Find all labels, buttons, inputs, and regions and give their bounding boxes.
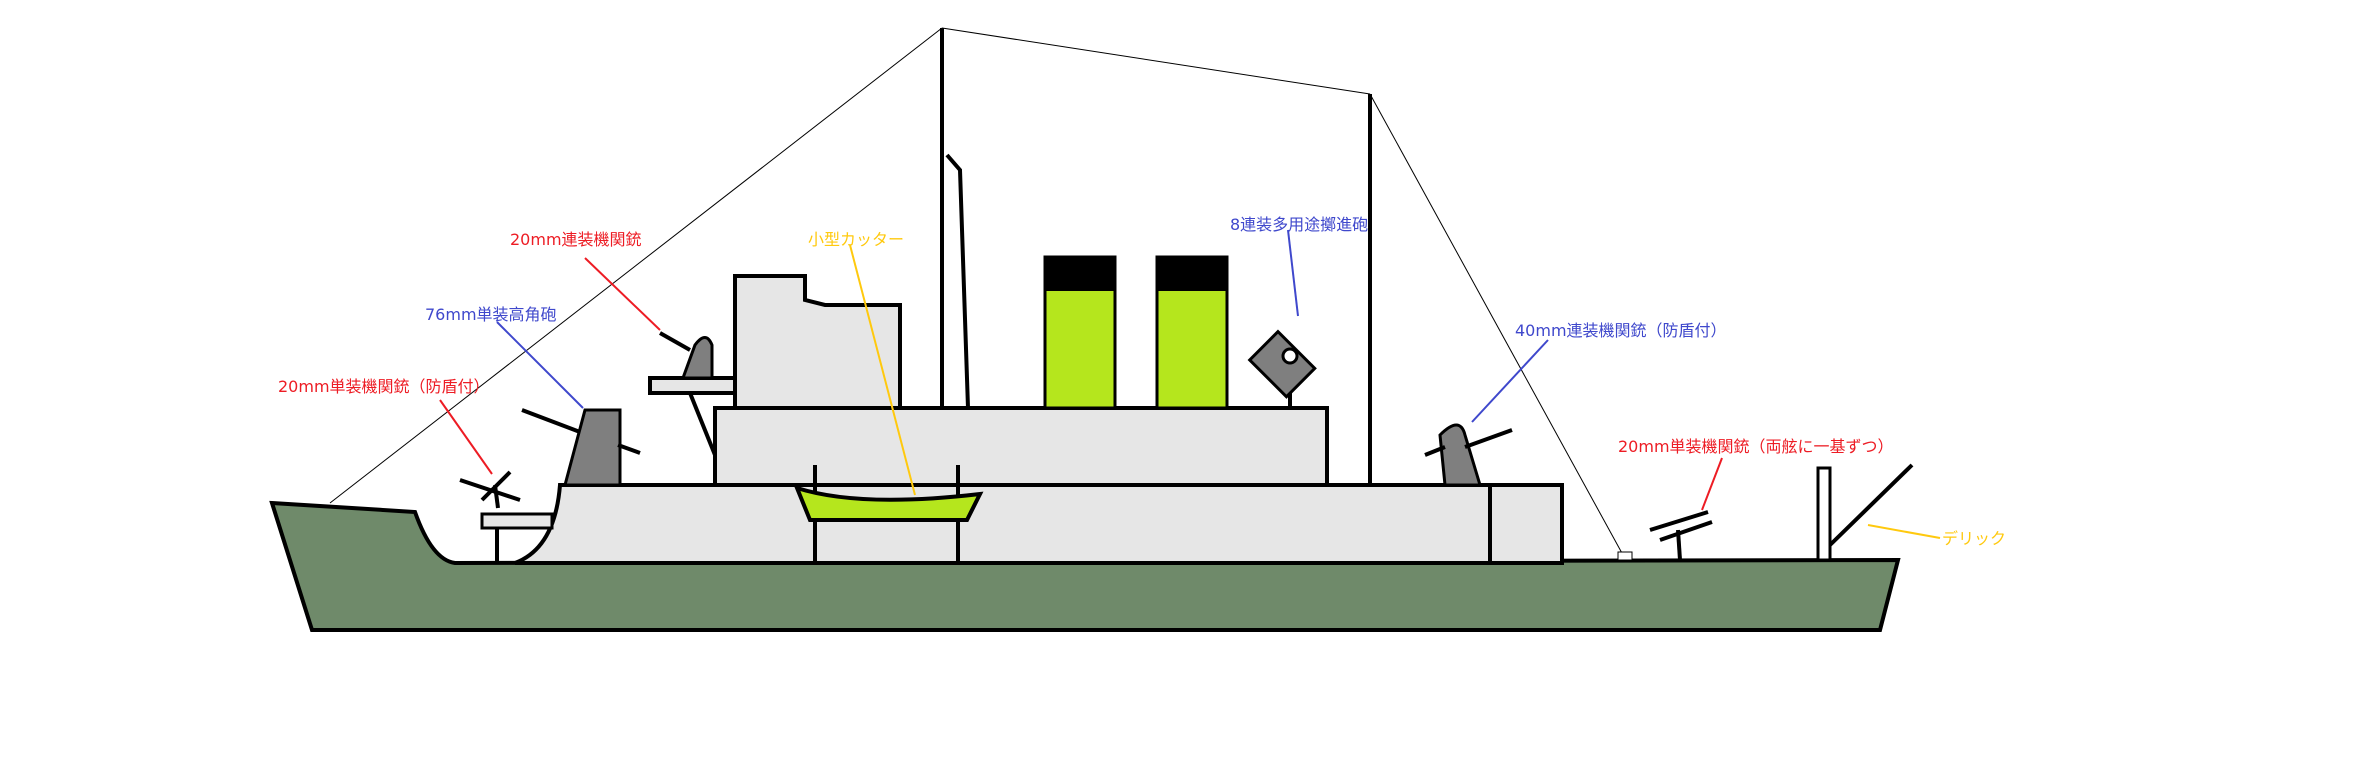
mast-stay	[941, 27, 1371, 95]
aft-stay	[1369, 93, 1624, 556]
rocket-launcher-8	[1247, 329, 1317, 408]
funnel-fore	[1043, 255, 1117, 410]
leader-gun76	[496, 321, 584, 409]
mast-crane	[945, 153, 970, 409]
leader-mg20-bow	[439, 399, 493, 475]
deck-fitting	[1617, 551, 1633, 561]
rigging	[329, 27, 1624, 556]
label-rocket: 8連装多用途擲進砲	[1230, 215, 1368, 234]
bridge-wing	[648, 376, 737, 395]
small-cutter	[793, 484, 984, 522]
mg20-single-bow	[459, 470, 554, 563]
leader-cutter	[849, 244, 916, 496]
mg20-single-aft	[1649, 510, 1713, 561]
bow-bulwark	[514, 483, 1492, 565]
aft-deckhouse	[1488, 483, 1564, 565]
label-gun76: 76mm単装高角砲	[425, 305, 557, 324]
gun-76mm	[521, 408, 641, 487]
bridge	[733, 274, 902, 410]
fore-stay	[329, 27, 943, 504]
leader-derrick	[1867, 524, 1941, 539]
upper-superstructure	[713, 406, 1329, 487]
label-cutter: 小型カッター	[808, 230, 904, 249]
leader-mg20-aft	[1701, 457, 1723, 511]
label-derrick: デリック	[1942, 529, 2006, 548]
leader-lines	[439, 229, 1941, 539]
derrick	[1816, 463, 1914, 562]
label-mg20-twin: 20mm連装機関銃	[510, 230, 642, 249]
leader-rocket	[1287, 229, 1299, 317]
mg20-twin-bridge	[659, 331, 714, 380]
leader-mg20-twin	[584, 257, 661, 331]
funnel-aft	[1155, 255, 1229, 410]
hull	[269, 500, 1901, 632]
label-mg40: 40mm連装機関銃（防盾付）	[1515, 321, 1727, 340]
leader-mg40	[1471, 339, 1549, 423]
mg40-twin	[1424, 423, 1513, 487]
label-mg20-bow: 20mm単装機関銃（防盾付）	[278, 377, 490, 396]
bridge-wing-strut	[688, 392, 717, 456]
label-mg20-aft: 20mm単装機関銃（両舷に一基ずつ）	[1618, 437, 1894, 456]
